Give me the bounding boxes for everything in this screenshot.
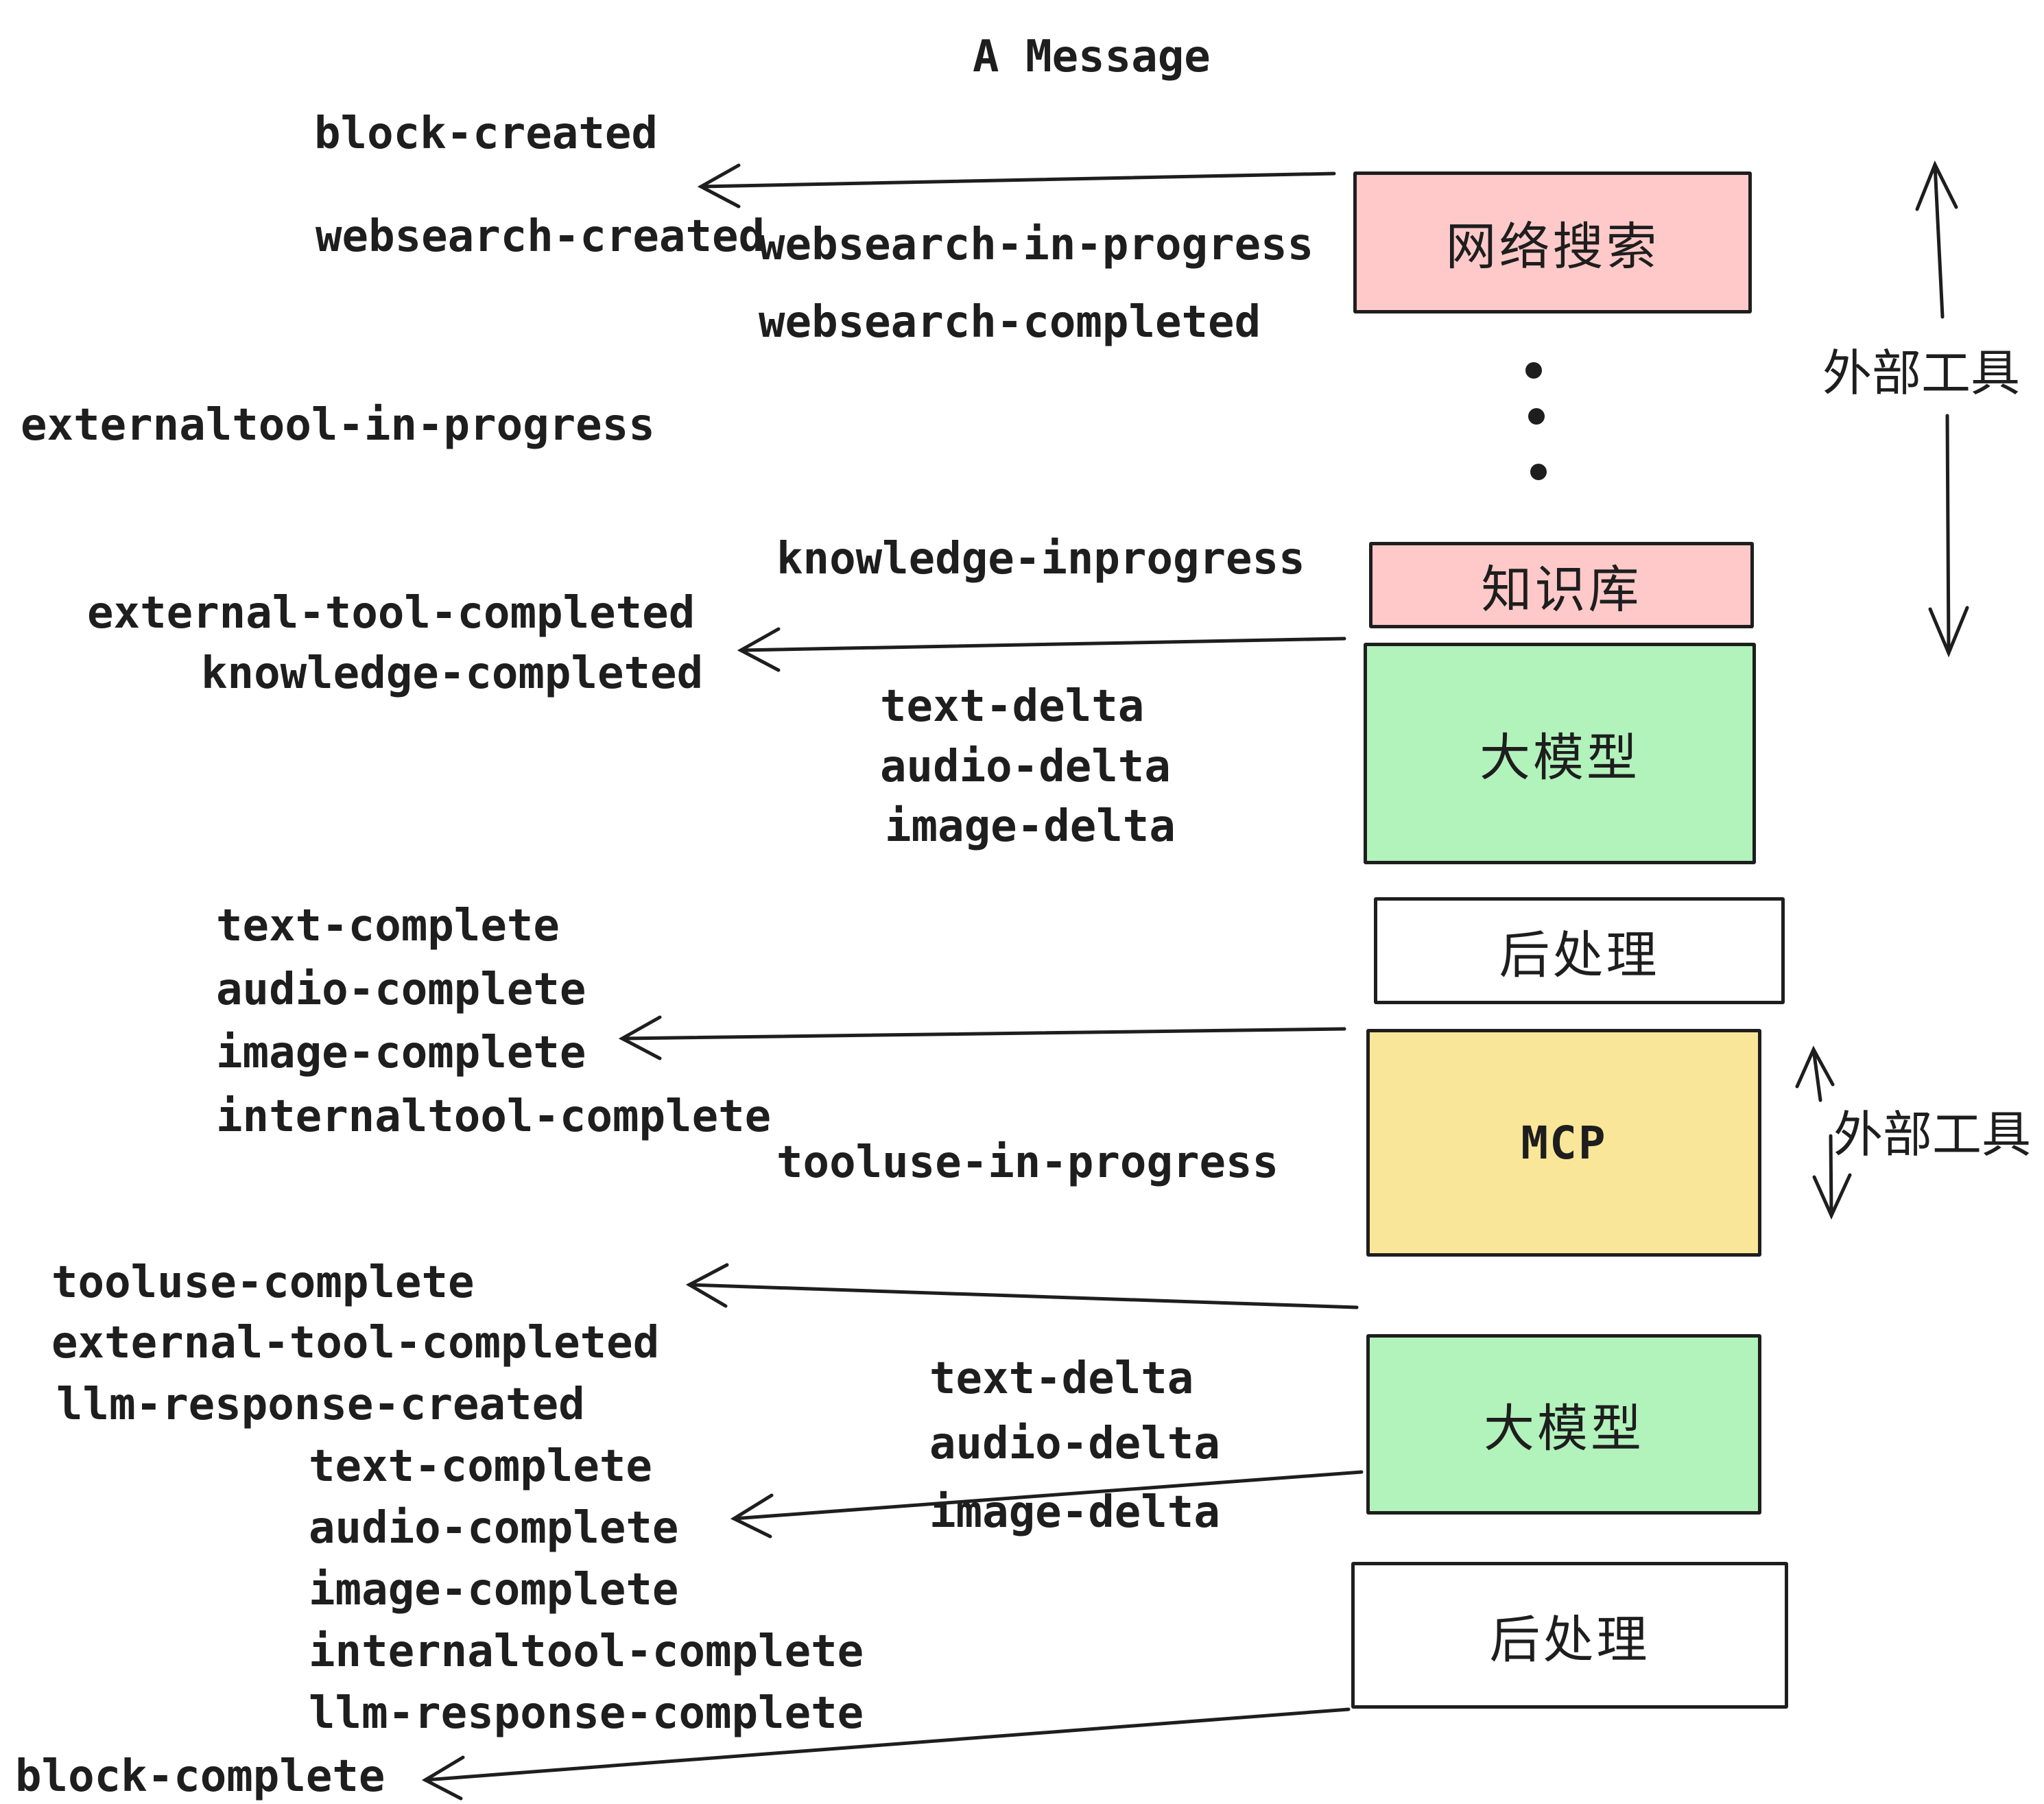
event-tooluse-complete: tooluse-complete	[51, 1257, 475, 1308]
box-mcp-label: MCP	[1521, 1116, 1607, 1170]
box-llm-1: 大模型	[1364, 643, 1756, 864]
event-text-complete-2: text-complete	[309, 1441, 652, 1492]
box-mcp: MCP	[1366, 1029, 1761, 1257]
box-knowledge: 知识库	[1369, 542, 1754, 628]
event-internaltool-complete-2: internaltool-complete	[309, 1626, 864, 1677]
external-tools-up-arrow-2	[1795, 1045, 1835, 1102]
event-image-delta-1: image-delta	[885, 801, 1176, 852]
external-tools-down-arrow-2	[1812, 1134, 1852, 1220]
event-audio-complete-2: audio-complete	[309, 1503, 679, 1554]
event-external-tool-completed-1: external-tool-completed	[87, 588, 696, 639]
event-tooluse-in-progress: tooluse-in-progress	[776, 1137, 1279, 1188]
event-image-delta-2: image-delta	[929, 1487, 1220, 1538]
event-knowledge-inprogress: knowledge-inprogress	[776, 534, 1305, 584]
event-websearch-completed: websearch-completed	[759, 297, 1261, 348]
event-image-complete-1: image-complete	[216, 1028, 586, 1078]
arrow-to-block-created	[697, 163, 1336, 209]
event-image-complete-2: image-complete	[309, 1565, 679, 1615]
box-postprocess-2-label: 后处理	[1489, 1610, 1650, 1670]
box-llm-2: 大模型	[1366, 1334, 1761, 1515]
arrow-to-knowledge-completed	[737, 627, 1346, 672]
event-websearch-in-progress: websearch-in-progress	[759, 219, 1314, 270]
event-external-tool-completed-2: external-tool-completed	[51, 1318, 660, 1368]
box-llm-1-label: 大模型	[1479, 728, 1640, 787]
event-block-created: block-created	[314, 108, 658, 159]
event-llm-response-created: llm-response-created	[56, 1379, 585, 1430]
box-postprocess-2: 后处理	[1351, 1562, 1788, 1709]
arrow-to-block-complete	[421, 1707, 1351, 1801]
external-tools-annotation-2: 外部工具	[1833, 1106, 2032, 1163]
event-text-delta-1: text-delta	[880, 681, 1145, 732]
event-block-complete: block-complete	[15, 1751, 385, 1802]
event-websearch-created: websearch-created	[316, 211, 765, 262]
event-knowledge-completed: knowledge-completed	[201, 648, 704, 699]
arrow-to-image-complete	[618, 1015, 1346, 1060]
event-audio-delta-1: audio-delta	[880, 741, 1171, 792]
event-audio-delta-2: audio-delta	[929, 1419, 1220, 1469]
event-externaltool-in-progress: externaltool-in-progress	[21, 400, 655, 451]
external-tools-down-arrow-1	[1928, 414, 1969, 658]
box-knowledge-label: 知识库	[1481, 560, 1642, 619]
box-websearch: 网络搜索	[1353, 171, 1752, 313]
ellipsis-dots	[1525, 362, 1547, 480]
event-internaltool-complete-1: internaltool-complete	[216, 1091, 772, 1142]
event-llm-response-complete: llm-response-complete	[309, 1688, 864, 1739]
box-postprocess-1: 后处理	[1374, 897, 1785, 1004]
diagram-title: A Message	[973, 32, 1211, 82]
event-text-complete-1: text-complete	[216, 901, 560, 951]
box-postprocess-1-label: 后处理	[1499, 925, 1660, 985]
event-text-delta-2: text-delta	[929, 1353, 1194, 1404]
external-tools-annotation-1: 外部工具	[1822, 344, 2021, 402]
box-websearch-label: 网络搜索	[1445, 217, 1660, 276]
box-llm-2-label: 大模型	[1484, 1399, 1644, 1458]
arrow-to-audio-complete	[730, 1470, 1364, 1539]
arrow-to-tooluse-complete	[685, 1263, 1359, 1309]
event-audio-complete-1: audio-complete	[216, 964, 586, 1015]
external-tools-up-arrow-1	[1915, 160, 1958, 319]
